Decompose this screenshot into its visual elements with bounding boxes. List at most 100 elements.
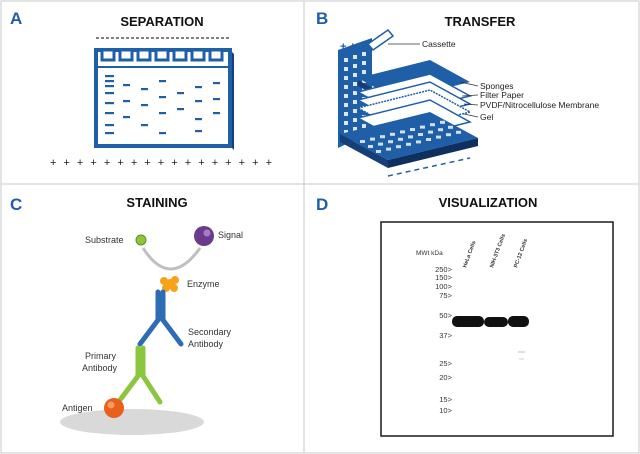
panel-a-letter: A bbox=[10, 9, 22, 28]
base-grid-hole bbox=[438, 128, 443, 132]
panel-b-letter: B bbox=[316, 9, 328, 28]
base-grid-hole bbox=[390, 132, 395, 136]
cassette-grid-hole bbox=[362, 61, 366, 65]
gel-well bbox=[136, 48, 152, 62]
visualization-blot: MWt kDa 250>150>100>75>50>37>25>20>15>10… bbox=[380, 221, 614, 437]
base-grid-hole bbox=[368, 145, 373, 148]
cassette-grid-hole bbox=[353, 73, 357, 77]
cassette-grid-hole bbox=[353, 82, 357, 86]
base-grid-hole bbox=[430, 123, 435, 127]
gel-well bbox=[172, 48, 188, 62]
base-grid-hole bbox=[376, 150, 381, 153]
cassette-base-front bbox=[388, 138, 478, 168]
sponges-label: Sponges bbox=[480, 81, 514, 91]
gel-band bbox=[105, 132, 114, 135]
gel-band bbox=[213, 82, 220, 85]
filter-leader bbox=[461, 94, 479, 97]
gel-band bbox=[177, 92, 184, 95]
cassette-base-grid bbox=[360, 120, 461, 153]
base-grid-hole bbox=[428, 130, 433, 134]
gel-band bbox=[213, 98, 220, 101]
cassette-grid-hole bbox=[362, 52, 366, 56]
base-grid-hole bbox=[386, 147, 391, 151]
cathode-line bbox=[387, 157, 471, 177]
cassette-grid-hole bbox=[344, 76, 348, 80]
sponges-leader bbox=[459, 81, 479, 87]
gel-label: Gel bbox=[480, 112, 493, 122]
gel-well bbox=[208, 48, 224, 62]
blot-frame bbox=[380, 221, 614, 437]
base-grid-hole bbox=[406, 142, 411, 146]
mw-marker-label: 250> bbox=[435, 265, 453, 274]
cassette-clip bbox=[366, 28, 395, 52]
signal-highlight bbox=[203, 229, 211, 237]
base-grid-hole bbox=[426, 138, 431, 141]
cassette-grid-hole bbox=[362, 124, 366, 128]
base-grid-hole bbox=[370, 137, 375, 141]
gel-well bbox=[154, 48, 170, 62]
cassette-grid-hole bbox=[353, 91, 357, 95]
panel-b-title: TRANSFER bbox=[445, 14, 516, 29]
secondary-label-line1: Secondary bbox=[188, 327, 232, 337]
separation-gel-illustration: + + + + + + + + + + + + + + + + + bbox=[50, 37, 272, 169]
cassette-grid-hole bbox=[344, 121, 348, 125]
cassette-grid-hole bbox=[344, 103, 348, 107]
base-grid-hole bbox=[436, 135, 441, 139]
panel-d-title: VISUALIZATION bbox=[439, 195, 538, 210]
mw-label: MWt kDa bbox=[416, 250, 443, 257]
filter-paper-label: Filter Paper bbox=[480, 90, 524, 100]
gel-band bbox=[213, 112, 220, 115]
base-grid-hole bbox=[418, 133, 423, 136]
gel-well bbox=[100, 48, 116, 62]
antigen-ball bbox=[104, 398, 124, 418]
gel-band bbox=[123, 84, 130, 87]
mw-marker-label: 75> bbox=[439, 291, 452, 300]
gel-well bbox=[118, 48, 134, 62]
gel-band bbox=[105, 75, 114, 78]
antigen-label: Antigen bbox=[62, 403, 93, 413]
gel-band bbox=[159, 132, 166, 135]
cassette-grid-hole bbox=[353, 100, 357, 104]
primary-label-line1: Primary bbox=[85, 351, 116, 361]
gel-band bbox=[105, 112, 114, 115]
mw-markers: 250>150>100>75>50>37>25>20>15>10> bbox=[435, 265, 453, 415]
signal-dot bbox=[194, 226, 214, 246]
cassette-grid-hole bbox=[353, 109, 357, 113]
gel-bands bbox=[105, 75, 220, 135]
mw-marker-label: 10> bbox=[439, 406, 452, 415]
primary-label-line2: Antibody bbox=[82, 363, 118, 373]
cassette-base-side bbox=[340, 134, 388, 168]
gel-band bbox=[105, 102, 114, 105]
cassette-label: Cassette bbox=[422, 39, 456, 49]
base-grid-hole bbox=[398, 137, 403, 141]
gel-band bbox=[141, 104, 148, 107]
base-grid-hole bbox=[416, 140, 421, 144]
mw-marker-label: 100> bbox=[435, 282, 453, 291]
cassette-plus-signs: + + + bbox=[340, 41, 365, 53]
gel-band bbox=[141, 88, 148, 91]
reaction-arc bbox=[141, 247, 202, 271]
band-nih3t3 bbox=[484, 317, 508, 327]
cassette-grid-hole bbox=[353, 55, 357, 59]
panel-d-letter: D bbox=[316, 195, 328, 214]
gel-band bbox=[105, 92, 114, 95]
gel-band bbox=[195, 100, 202, 103]
band-hela bbox=[452, 316, 484, 327]
base-grid-hole bbox=[456, 130, 461, 134]
gel-band bbox=[105, 124, 114, 127]
base-grid-hole bbox=[410, 128, 415, 131]
staining-illustration: Substrate Signal Enzyme Secondary Antibo… bbox=[60, 226, 243, 435]
cassette-grid-hole bbox=[344, 67, 348, 71]
surface-shadow bbox=[60, 409, 204, 435]
gel-band bbox=[141, 124, 148, 127]
base-grid-hole bbox=[360, 140, 365, 143]
gel-band bbox=[123, 116, 130, 119]
secondary-antibody bbox=[137, 289, 184, 347]
substrate-label: Substrate bbox=[85, 235, 124, 245]
transfer-stack-illustration: + + + Cassette Sponges Filter Paper PVDF… bbox=[338, 28, 599, 177]
gel-band bbox=[123, 100, 130, 103]
cassette-grid-hole bbox=[344, 58, 348, 62]
base-grid-hole bbox=[378, 142, 383, 146]
cassette-grid-hole bbox=[344, 94, 348, 98]
